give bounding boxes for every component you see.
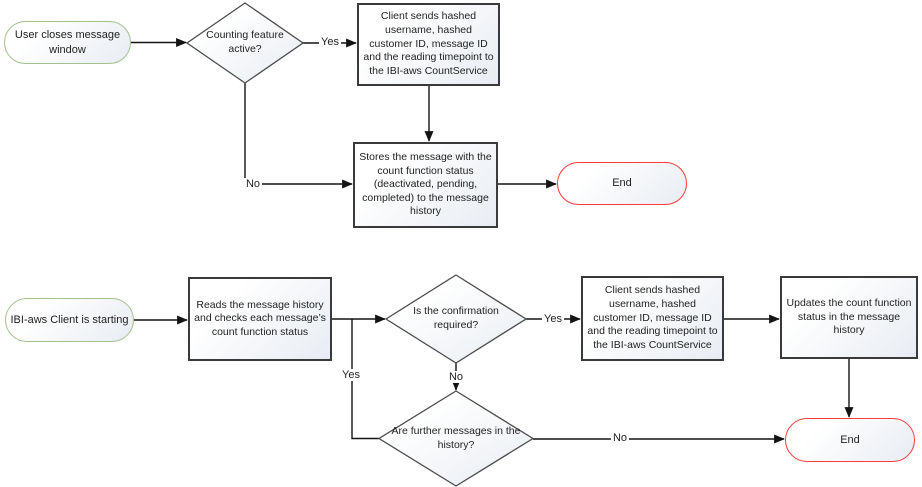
edge-label-confirmation-no: No (446, 371, 466, 383)
process-updates-count-status: Updates the count function status in the… (780, 276, 918, 359)
edge-further-yes-loop (351, 319, 379, 440)
process-client-sends-hashed-data-bottom: Client sends hashed username, hashed cus… (581, 276, 724, 361)
end-node-top-flow: End (557, 162, 687, 205)
process-client-sends-hashed-data: Client sends hashed username, hashed cus… (357, 3, 500, 86)
start-node-user-closes-message: User closes message window (4, 21, 131, 64)
edge-label-further-no: No (610, 432, 630, 444)
edge-label-counting-yes: Yes (319, 36, 341, 48)
edge-label-further-yes: Yes (340, 369, 362, 381)
decision-counting-feature-shape (185, 2, 305, 84)
end-node-bottom-flow: End (785, 418, 915, 462)
edge-label-confirmation-yes: Yes (542, 313, 564, 325)
decision-confirmation-required-label: Is the confirmation required? (413, 305, 499, 331)
decision-counting-feature-label: Counting feature active? (206, 29, 284, 55)
decision-further-messages-shape (377, 390, 535, 487)
edge-label-counting-no: No (243, 178, 263, 190)
start-node-client-starting: IBI-aws Client is starting (5, 298, 134, 342)
process-stores-message-history: Stores the message with the count functi… (353, 142, 498, 228)
edge-counting-no-to-store (244, 83, 353, 189)
decision-confirmation-required-shape (384, 274, 528, 364)
process-reads-message-history: Reads the message history and checks eac… (188, 277, 332, 361)
decision-further-messages-label: Are further messages in the history? (391, 424, 521, 451)
